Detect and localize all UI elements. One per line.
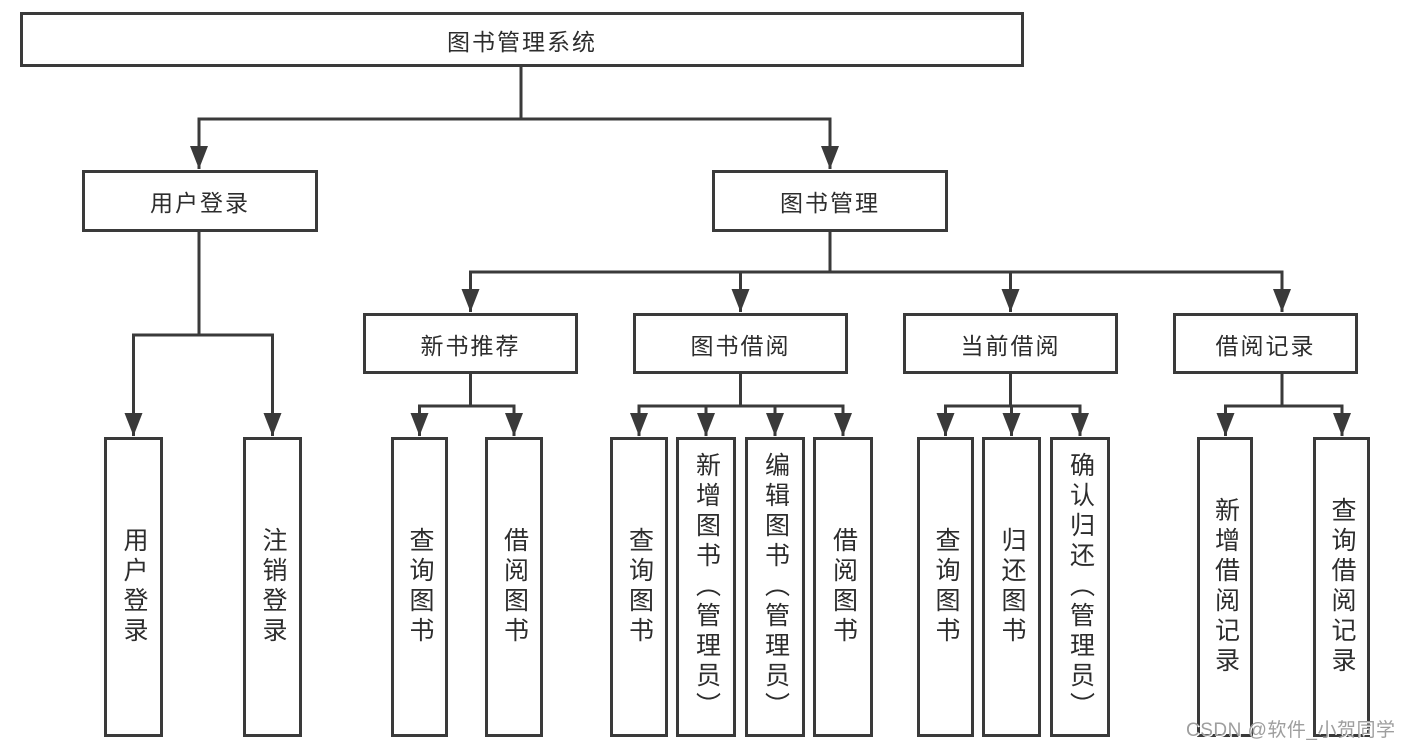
node-leaf-logout: 注销登录 (243, 437, 302, 737)
connector (124, 66, 1351, 436)
leaf-label: 归还图书 (998, 527, 1026, 647)
node-leaf-borrow-books-1: 借阅图书 (485, 437, 543, 737)
node-leaf-query-books-1: 查询图书 (391, 437, 448, 737)
leaf-label: 借阅图书 (500, 527, 529, 647)
leaf-label: 借阅图书 (829, 527, 858, 647)
node-leaf-user-login: 用户登录 (104, 437, 163, 737)
leaf-label: 新增借阅记录 (1211, 497, 1240, 677)
node-current-borrowing: 当前借阅 (903, 313, 1118, 374)
node-leaf-query-books-3: 查询图书 (917, 437, 974, 737)
node-leaf-confirm-return-admin: 确认归还（管理员） (1050, 437, 1110, 737)
node-user-login: 用户登录 (82, 170, 318, 232)
leaf-label: 新增图书（管理员） (692, 452, 721, 722)
node-book-borrowing: 图书借阅 (633, 313, 848, 374)
node-leaf-borrow-books-2: 借阅图书 (813, 437, 873, 737)
node-borrow-records: 借阅记录 (1173, 313, 1358, 374)
node-book-management: 图书管理 (712, 170, 948, 232)
leaf-label: 确认归还（管理员） (1066, 452, 1095, 722)
node-leaf-edit-books-admin: 编辑图书（管理员） (745, 437, 805, 737)
node-leaf-query-books-2: 查询图书 (610, 437, 668, 737)
node-leaf-return-books: 归还图书 (982, 437, 1041, 737)
node-new-book-recommend: 新书推荐 (363, 313, 578, 374)
node-leaf-query-borrow-record: 查询借阅记录 (1313, 437, 1370, 737)
leaf-label: 查询图书 (625, 527, 654, 647)
watermark: CSDN @软件_小贺同学 (1186, 720, 1396, 741)
leaf-label: 编辑图书（管理员） (761, 452, 790, 722)
node-leaf-add-borrow-record: 新增借阅记录 (1197, 437, 1253, 737)
leaf-label: 查询借阅记录 (1328, 497, 1356, 677)
node-library-system: 图书管理系统 (20, 12, 1024, 67)
leaf-label: 查询图书 (932, 527, 960, 647)
leaf-label: 注销登录 (259, 527, 287, 647)
node-leaf-add-books-admin: 新增图书（管理员） (676, 437, 736, 737)
leaf-label: 查询图书 (406, 527, 434, 647)
leaf-label: 用户登录 (120, 527, 148, 647)
